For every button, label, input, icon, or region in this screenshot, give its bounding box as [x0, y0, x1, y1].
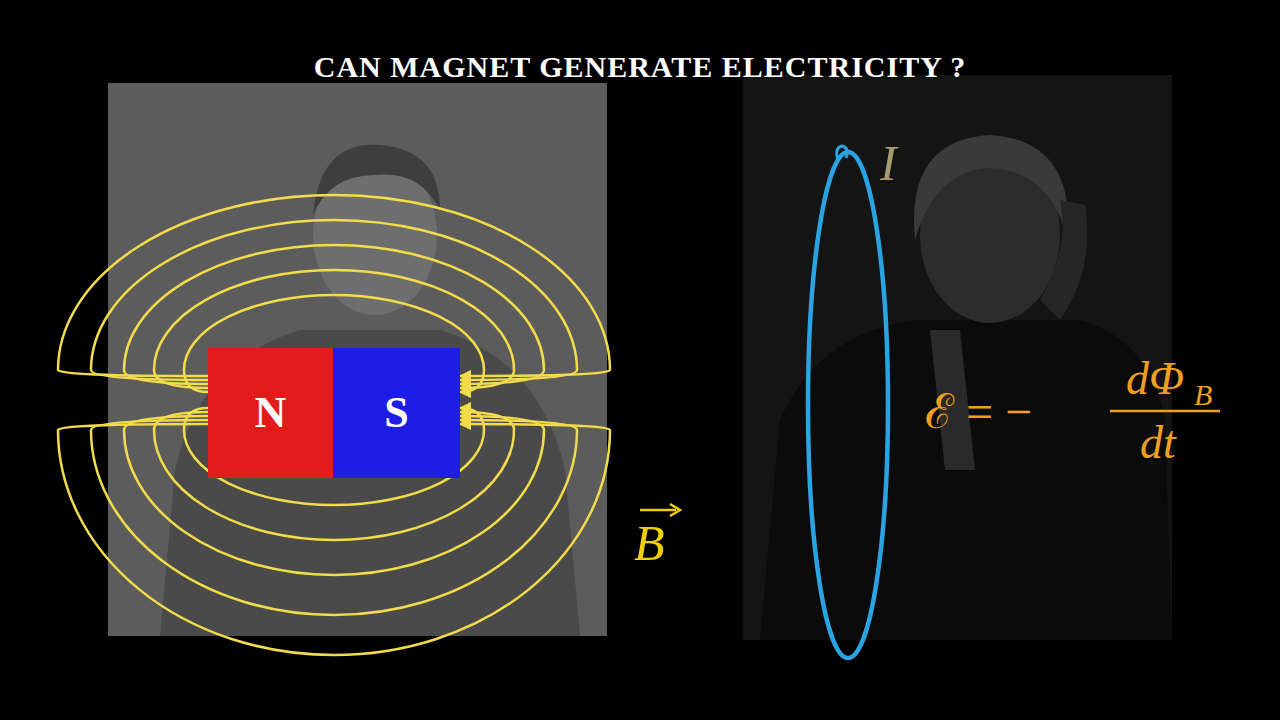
- label-holder: B: [634, 518, 665, 568]
- equation-denominator: dt: [1140, 420, 1176, 466]
- portrait-hand: [1040, 200, 1087, 320]
- pole-letter: N: [255, 391, 287, 435]
- current-loop: [808, 152, 888, 658]
- vector-arrow-head: [670, 504, 680, 516]
- magnet-pole: S: [333, 348, 460, 478]
- title: CAN MAGNET GENERATE ELECTRICITY ?: [314, 50, 967, 83]
- magnet-pole: N: [208, 348, 333, 478]
- pole-letter: S: [384, 391, 408, 435]
- current-symbol: I: [880, 138, 897, 188]
- loop-twist: [837, 146, 848, 160]
- label-holder: dΦ: [1126, 356, 1184, 402]
- field-lines: [58, 195, 610, 655]
- label-holder: I: [880, 138, 897, 188]
- field-symbol: B: [634, 518, 665, 568]
- equation-subscript: B: [1194, 380, 1212, 410]
- fraction-bar: [1110, 410, 1220, 413]
- vector-arrow: [640, 509, 676, 512]
- label-holder: dt: [1140, 420, 1176, 466]
- label-holder: ℰ = −: [925, 388, 1032, 436]
- portrait-hair: [914, 135, 1069, 240]
- label-holder: B: [1194, 380, 1212, 410]
- title-holder: CAN MAGNET GENERATE ELECTRICITY ?: [0, 50, 1280, 84]
- portrait-panel: [108, 83, 607, 636]
- equation-lhs: ℰ = −: [925, 388, 1032, 436]
- equation-numerator: dΦ: [1126, 356, 1184, 402]
